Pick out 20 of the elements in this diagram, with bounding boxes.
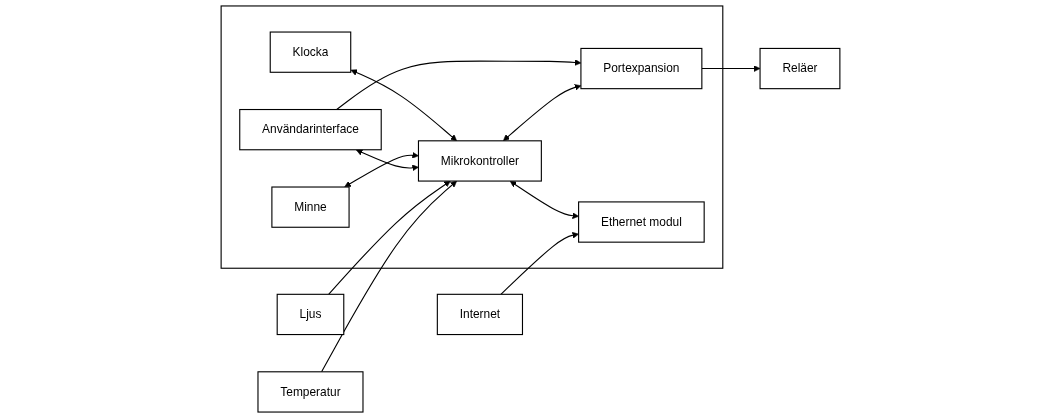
arrow [503, 84, 582, 141]
cluster [220, 5, 724, 269]
arrow [356, 149, 419, 172]
node-box: Ethernet modul [578, 201, 705, 243]
node-box: Användarinterface [239, 108, 382, 151]
node-box: Temperatur [257, 371, 364, 413]
node-box: Portexpansion [580, 47, 703, 90]
arrow [701, 65, 761, 72]
node-box: Mikrokontroller [417, 140, 542, 182]
arrow [328, 180, 451, 295]
node-box: Internet [436, 293, 524, 336]
node-box: Klocka [269, 31, 352, 73]
node-box: Reläer [759, 47, 841, 90]
arrow [500, 232, 579, 295]
node-box: Minne [271, 186, 350, 228]
arrow [350, 69, 457, 142]
arrow [509, 180, 579, 219]
arrow [344, 152, 419, 188]
node-box: Ljus [276, 293, 345, 336]
arrow [321, 180, 457, 373]
